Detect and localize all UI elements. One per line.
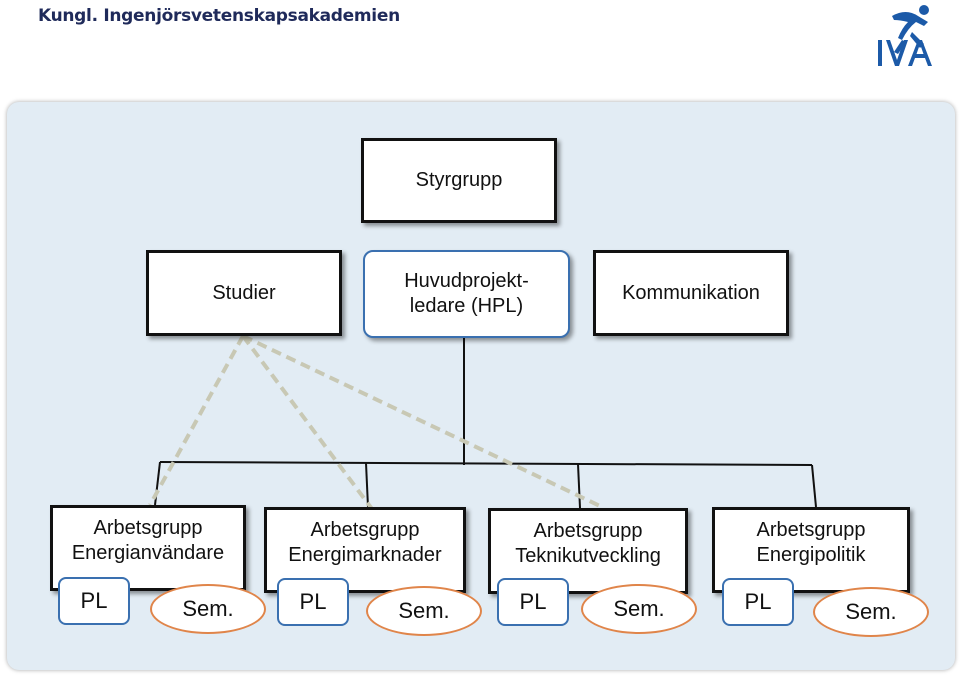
workgroup-label-line2: Energipolitik — [756, 544, 866, 566]
studier-label: Studier — [212, 281, 276, 304]
hpl-box: Huvudprojekt- ledare (HPL) — [363, 250, 570, 338]
workgroup-label-line2: Energimarknader — [288, 544, 442, 566]
sem-ellipse-2: Sem. — [366, 586, 482, 636]
iva-lettering — [878, 40, 932, 66]
bus-to-group-3-line — [577, 463, 581, 509]
workgroup-label-line1: Arbetsgrupp — [93, 517, 203, 539]
workgroup-label-line1: Arbetsgrupp — [310, 519, 420, 541]
workgroup-energianvandare: Arbetsgrupp Energianvändare — [50, 505, 246, 591]
hpl-label-line1: Huvudprojekt- — [404, 270, 529, 292]
studier-link-group-1 — [148, 335, 245, 506]
pl-box-3: PL — [497, 578, 569, 626]
workgroup-label-line2: Teknikutveckling — [515, 545, 661, 567]
hpl-label-line2: ledare (HPL) — [409, 295, 524, 317]
bus-to-group-2-line — [365, 462, 369, 508]
org-title: Kungl. Ingenjörsvetenskapsakademien — [38, 6, 400, 26]
pl-box-1: PL — [58, 577, 130, 625]
iva-logo — [878, 5, 932, 66]
sem-ellipse-3: Sem. — [581, 584, 697, 634]
studier-link-group-3 — [242, 334, 601, 508]
sem-ellipse-1: Sem. — [150, 584, 266, 634]
bus-to-group-4-line — [811, 464, 817, 508]
kommunikation-label: Kommunikation — [622, 281, 760, 304]
sem-ellipse-4: Sem. — [813, 587, 929, 637]
workgroup-energipolitik: Arbetsgrupp Energipolitik — [712, 507, 910, 593]
styrgrupp-box: Styrgrupp — [361, 138, 557, 223]
groups-bus-line — [159, 461, 813, 466]
workgroup-label-line2: Energianvändare — [71, 542, 225, 564]
studier-link-group-2 — [241, 334, 377, 515]
pl-box-2: PL — [277, 578, 349, 626]
pl-box-4: PL — [722, 578, 794, 626]
workgroup-label-line1: Arbetsgrupp — [533, 520, 643, 542]
workgroup-teknikutveckling: Arbetsgrupp Teknikutveckling — [488, 508, 688, 594]
styrgrupp-label: Styrgrupp — [415, 169, 503, 191]
kommunikation-box: Kommunikation — [593, 250, 789, 336]
workgroup-label-line1: Arbetsgrupp — [756, 519, 866, 541]
studier-box: Studier — [146, 250, 342, 336]
